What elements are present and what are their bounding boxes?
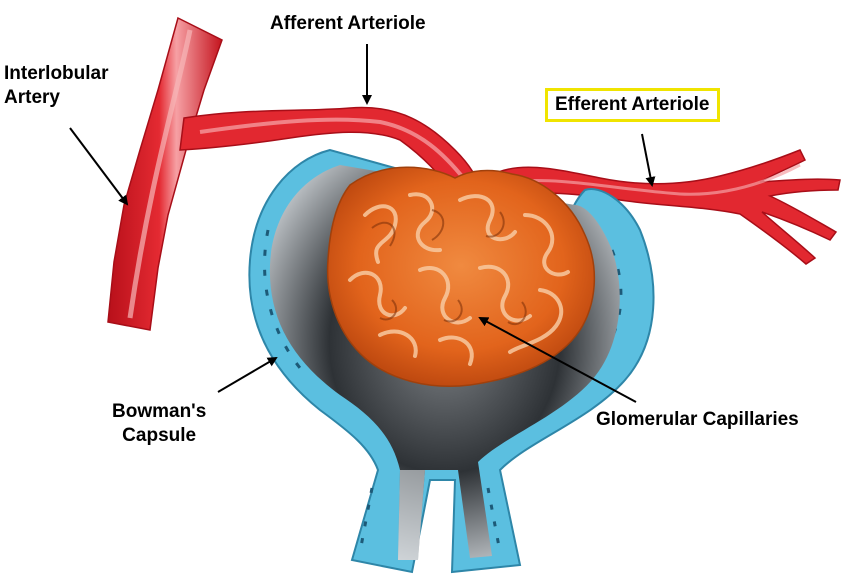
interlobular-artery-label: Interlobular Artery	[4, 62, 109, 110]
interlobular-artery-label-line1: Interlobular	[4, 63, 109, 84]
efferent-arteriole-vessel	[490, 149, 841, 265]
interlobular-artery-label-line2: Artery	[4, 87, 60, 108]
arrow-glomerular	[478, 317, 637, 403]
arrow-bowman	[217, 356, 278, 393]
afferent-arteriole-label: Afferent Arteriole	[270, 13, 426, 34]
arrow-efferent	[641, 133, 656, 187]
pointer-arrows	[69, 44, 656, 403]
interlobular-artery-vessel	[107, 16, 223, 331]
efferent-arteriole-label: Efferent Arteriole	[545, 88, 720, 122]
bowmans-capsule-label-line2: Capsule	[122, 425, 197, 446]
arrow-interlobular	[69, 127, 129, 206]
glomerular-capillaries-label: Glomerular Capillaries	[596, 409, 799, 430]
bowmans-capsule-label-line1: Bowman's	[112, 401, 207, 422]
bowmans-capsule-label: Bowman's Capsule	[112, 400, 206, 448]
glomerular-tuft	[326, 166, 596, 388]
